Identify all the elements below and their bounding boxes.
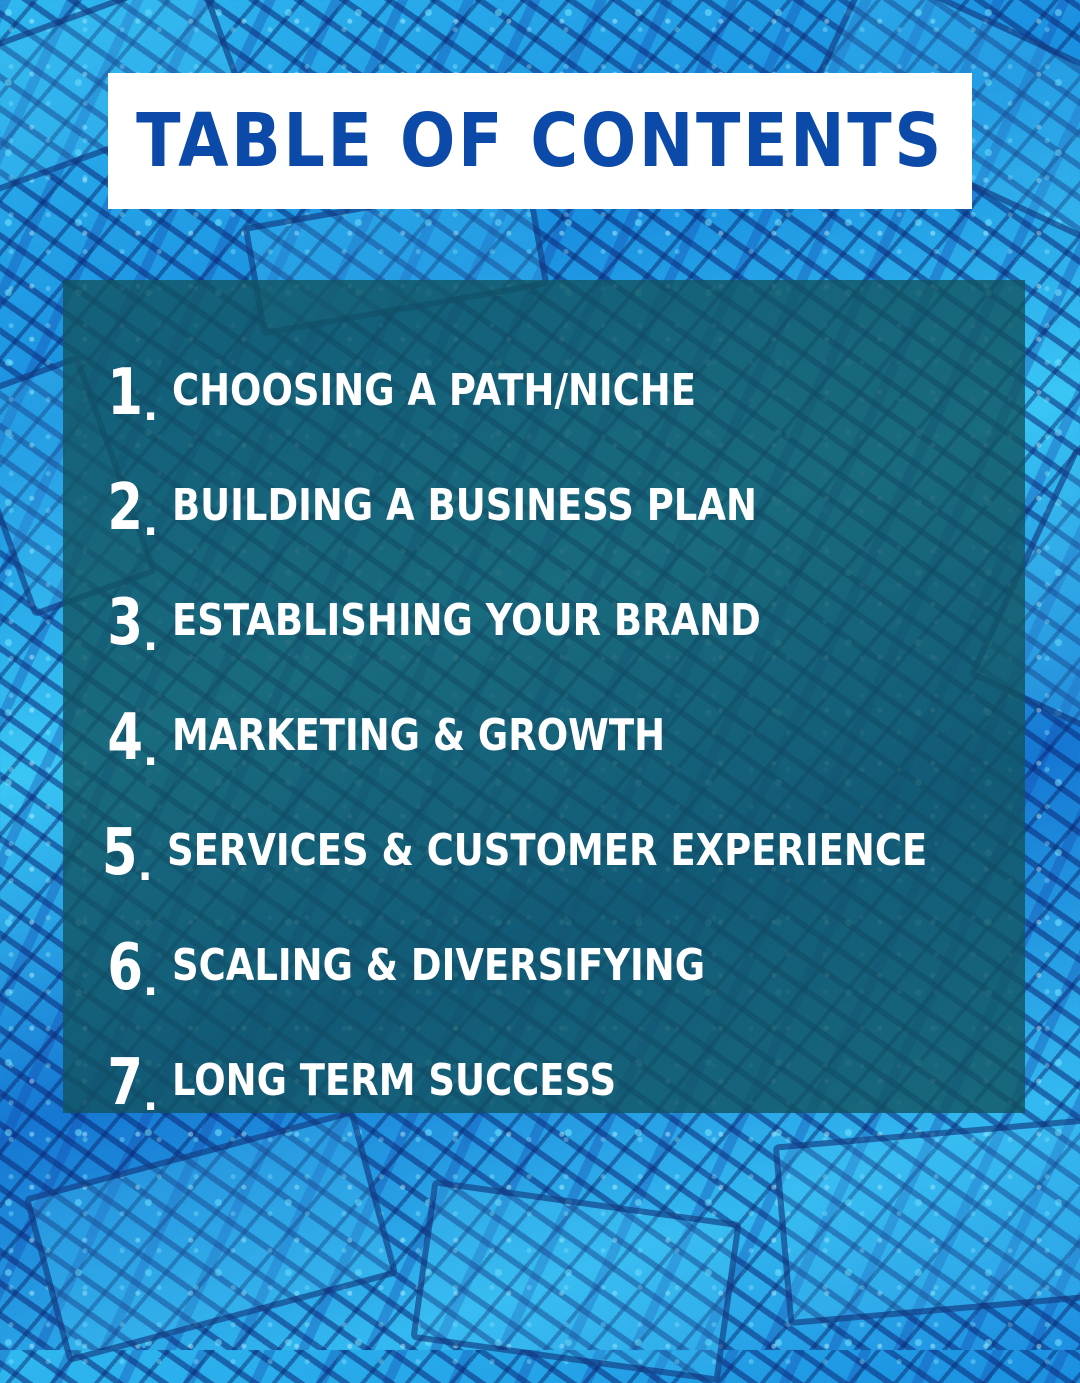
toc-item-6: 6. Scaling & Diversifying [63, 885, 1025, 1005]
toc-item-number: 7 [107, 1046, 143, 1120]
toc-item-dot: . [143, 1074, 159, 1120]
toc-item-label: Long Term Success [172, 1055, 617, 1106]
toc-item-3: 3. Establishing Your Brand [63, 540, 1025, 660]
dollar-bill-decoration [23, 1108, 399, 1364]
toc-item-dot: . [143, 729, 159, 775]
toc-item-label: Services & Customer Experience [166, 825, 927, 876]
toc-item-dot: . [143, 959, 159, 1005]
toc-item-label: Marketing & Growth [172, 710, 666, 761]
toc-item-number: 1 [107, 356, 143, 430]
toc-item-dot: . [143, 384, 159, 430]
toc-item-label: Choosing a Path/Niche [172, 365, 697, 416]
toc-panel: 1. Choosing a Path/Niche 2. Building a B… [63, 280, 1025, 1120]
toc-item-2: 2. Building a Business Plan [63, 425, 1025, 545]
title-banner: Table of Contents [108, 73, 972, 209]
toc-item-1: 1. Choosing a Path/Niche [63, 310, 1025, 430]
toc-item-dot: . [137, 844, 153, 890]
toc-item-number: 6 [107, 931, 143, 1005]
toc-item-label: Establishing Your Brand [172, 595, 761, 646]
toc-item-4: 4. Marketing & Growth [63, 655, 1025, 775]
toc-item-dot: . [143, 614, 159, 660]
toc-item-7: 7. Long Term Success [63, 1000, 1025, 1120]
toc-item-label: Scaling & Diversifying [172, 940, 706, 991]
toc-item-number: 4 [107, 701, 143, 775]
toc-item-number: 5 [101, 816, 138, 890]
toc-item-dot: . [143, 499, 159, 545]
dollar-bill-decoration [410, 1179, 742, 1383]
dollar-bill-decoration [772, 1115, 1080, 1327]
toc-item-number: 3 [107, 586, 143, 660]
page-title: Table of Contents [136, 98, 944, 184]
toc-item-5: 5. Services & Customer Experience [63, 770, 1025, 890]
toc-item-label: Building a Business Plan [172, 480, 758, 531]
toc-item-number: 2 [107, 471, 143, 545]
